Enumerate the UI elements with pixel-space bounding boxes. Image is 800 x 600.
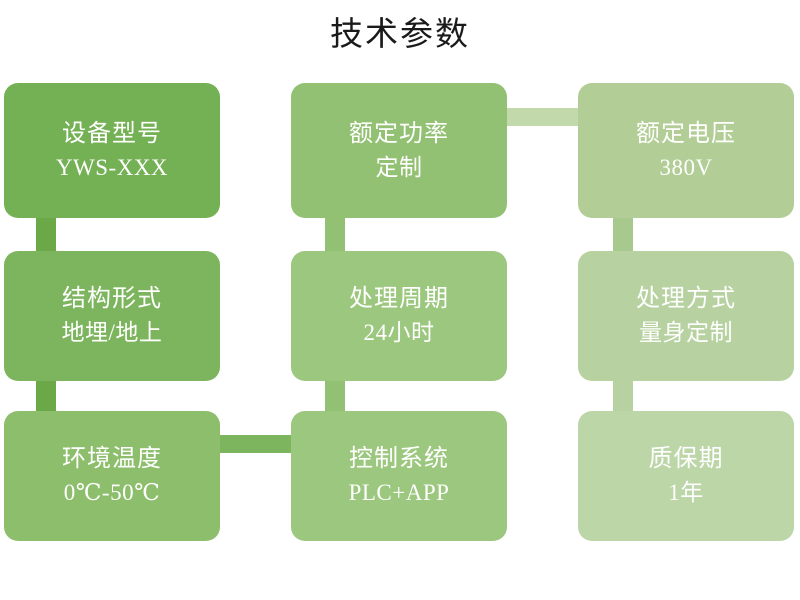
card-value: YWS-XXX: [55, 154, 169, 180]
card-label: 处理方式: [636, 286, 736, 312]
card-treatment-cycle[interactable]: 处理周期 24小时: [291, 251, 507, 381]
card-value: 定制: [375, 154, 423, 180]
card-ambient-temperature[interactable]: 环境温度 0℃-50℃: [4, 411, 220, 541]
card-label: 额定功率: [349, 120, 449, 147]
card-rated-voltage[interactable]: 额定电压 380V: [578, 83, 794, 218]
card-value: PLC+APP: [348, 480, 450, 505]
card-label: 结构形式: [62, 286, 162, 312]
card-structure-type[interactable]: 结构形式 地埋/地上: [4, 251, 220, 381]
card-value: 24小时: [363, 320, 435, 345]
card-value: 0℃-50℃: [63, 480, 161, 505]
card-label: 设备型号: [62, 120, 162, 147]
card-label: 控制系统: [349, 446, 449, 472]
card-value: 量身定制: [639, 320, 733, 345]
card-label: 额定电压: [636, 120, 736, 147]
card-label: 环境温度: [62, 446, 162, 472]
card-treatment-method[interactable]: 处理方式 量身定制: [578, 251, 794, 381]
card-control-system[interactable]: 控制系统 PLC+APP: [291, 411, 507, 541]
connector-horizontal-row3-col1-col2: [210, 435, 310, 453]
card-label: 处理周期: [349, 286, 449, 312]
card-device-model[interactable]: 设备型号 YWS-XXX: [4, 83, 220, 218]
card-rated-power[interactable]: 额定功率 定制: [291, 83, 507, 218]
card-value: 380V: [659, 154, 713, 180]
card-label: 质保期: [648, 446, 724, 472]
connector-horizontal-row1-col2-col3: [498, 108, 598, 126]
card-warranty-period[interactable]: 质保期 1年: [578, 411, 794, 541]
card-value: 地埋/地上: [61, 320, 163, 345]
page-title: 技术参数: [330, 14, 470, 53]
card-value: 1年: [668, 480, 704, 505]
